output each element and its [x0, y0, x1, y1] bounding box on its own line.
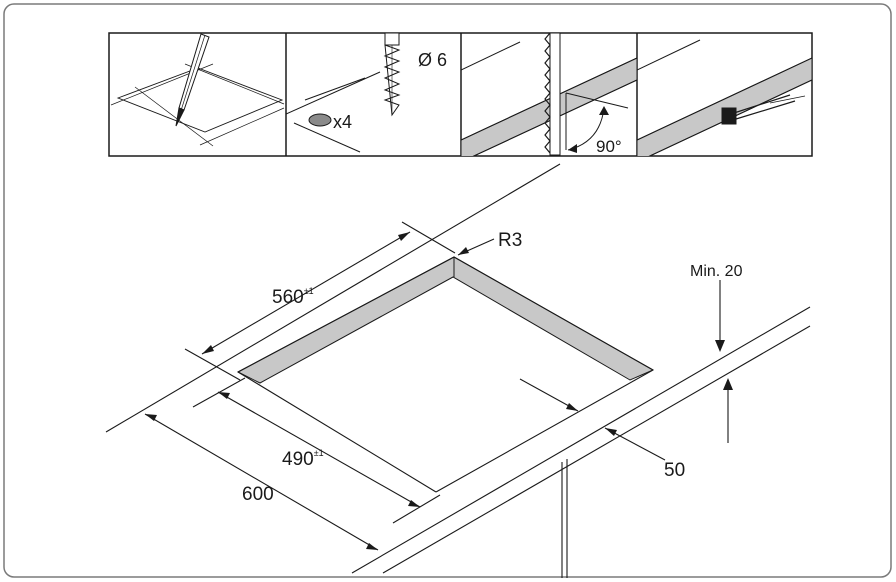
angle-reference-line [565, 92, 629, 109]
pencil-edge [181, 34, 206, 110]
worktop-depth-label: 600 [242, 484, 274, 505]
worktop-drawing [105, 163, 811, 578]
arrowhead [605, 428, 617, 436]
radius-label: R3 [498, 230, 522, 251]
worktop-line [637, 39, 701, 71]
drill-bit-icon [286, 33, 401, 153]
marked-rectangle [116, 67, 284, 133]
jigsaw-blade-icon [544, 33, 629, 156]
pencil-marking-icon [110, 33, 285, 147]
angle-arrowhead [599, 106, 609, 115]
drilled-hole [308, 113, 332, 127]
arrowhead [723, 378, 733, 390]
brush-handle [733, 94, 791, 114]
dimension-line-490 [217, 391, 421, 508]
cutout-length-label: 560±1 [272, 286, 314, 308]
extension-line [392, 494, 441, 524]
dimension-line-600 [144, 413, 379, 551]
blade-teeth [544, 33, 551, 154]
step-4-panel [637, 39, 812, 156]
extension-line [184, 348, 241, 381]
arrowhead [366, 543, 378, 550]
arrowhead [566, 403, 578, 411]
cutout-length-value: 560 [272, 287, 304, 308]
brush-bristle [769, 95, 806, 104]
angle-arrowhead [568, 144, 577, 153]
worktop-edge [293, 122, 361, 153]
guide-line [184, 63, 285, 105]
step-1-panel [110, 33, 285, 147]
arrowhead [398, 232, 410, 241]
blade-body [549, 33, 561, 156]
extension-line [401, 221, 456, 254]
worktop-edge [461, 57, 637, 141]
cutout-back-left-edge [237, 256, 455, 373]
step-3-panel: 90° [461, 33, 637, 156]
drill-diameter-label: Ø 6 [418, 50, 447, 70]
hole-count-label: x4 [333, 112, 352, 132]
cutout-width-tolerance: ±1 [314, 448, 324, 458]
arrowhead [145, 414, 157, 421]
worktop-back-edge [105, 163, 561, 433]
worktop-edge [472, 79, 637, 156]
arrowhead [715, 340, 725, 352]
cutout-front-left-edge [237, 371, 437, 493]
arrowhead [202, 345, 214, 354]
brush-head [721, 107, 737, 125]
step-panels [108, 32, 813, 157]
worktop-front-edge [351, 306, 811, 574]
dimension-labels: R3 560±1 490±1 600 50 Min. 20 [242, 230, 743, 505]
min-thickness-label: Min. 20 [690, 263, 743, 280]
cutout-front-right-edge [435, 369, 654, 493]
worktop-line [461, 41, 521, 71]
arrowheads [145, 232, 733, 550]
worktop-edge [286, 71, 381, 115]
pencil-tip [175, 107, 185, 127]
cutout-length-tolerance: ±1 [304, 286, 314, 296]
cutout-width-label: 490±1 [282, 448, 324, 470]
cutout-width-value: 490 [282, 449, 314, 470]
guide-line [199, 107, 285, 146]
worktop-edge [637, 57, 812, 141]
drill-shank [384, 33, 400, 46]
dimension-line-560 [201, 231, 411, 355]
guide-line [134, 86, 214, 147]
brush-handle [735, 100, 796, 120]
arrowhead [408, 500, 420, 507]
step-2-panel: Ø 6 x4 [286, 33, 447, 153]
worktop-edge [304, 77, 366, 101]
arrowhead [458, 247, 469, 255]
angle-label: 90° [596, 137, 622, 156]
worktop-front-bottom-edge [382, 325, 811, 574]
front-margin-label: 50 [664, 460, 685, 481]
cutout-back-right-edge [453, 256, 654, 371]
arrowhead [218, 392, 230, 399]
sealant-brush-icon [721, 94, 806, 125]
